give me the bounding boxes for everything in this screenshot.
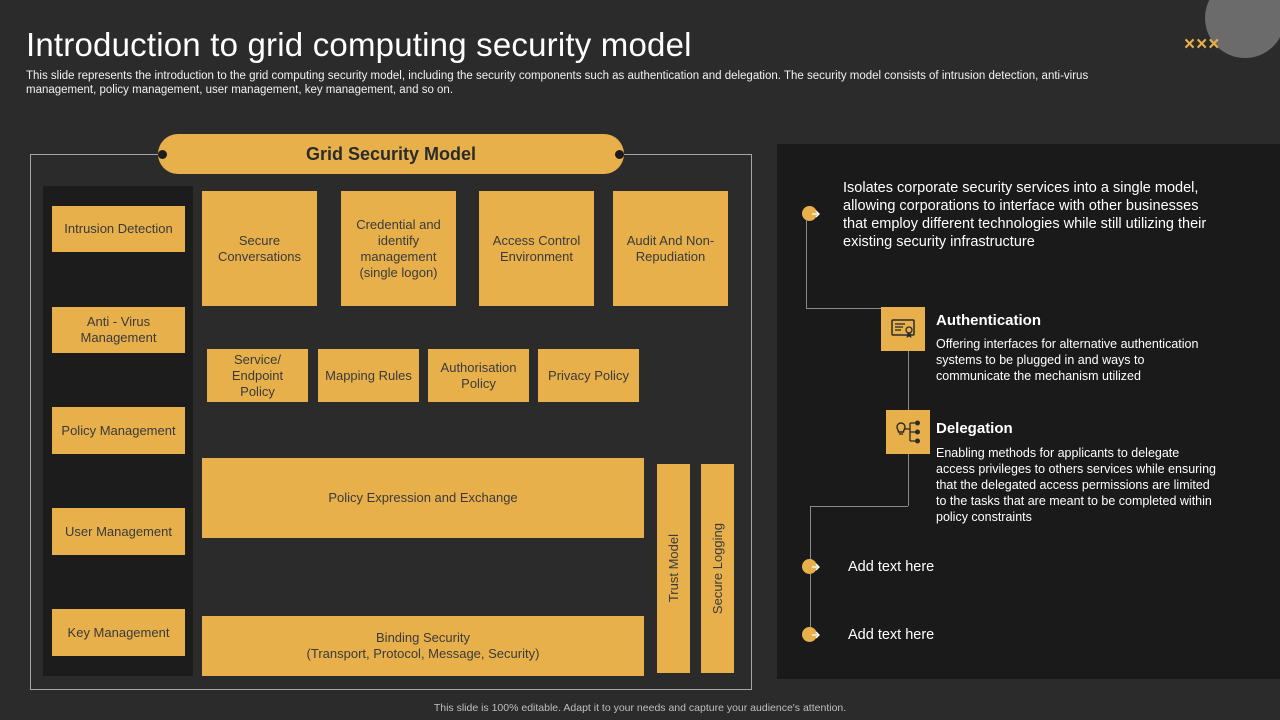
placeholder-text[interactable]: Add text here [848,559,935,575]
model-header: Grid Security Model [158,134,624,174]
network-delegation-icon [886,410,930,454]
connector-line [908,308,909,506]
cross-marks-decoration: ××× [1184,34,1221,55]
panel-intro-text: Isolates corporate security services int… [843,180,1207,250]
box-secure-logging: Secure Logging [701,464,734,673]
delegation-text: Enabling methods for applicants to deleg… [936,446,1216,524]
authentication-text: Offering interfaces for alternative auth… [936,337,1199,383]
box-authorisation-policy: Authorisation Policy [428,349,529,402]
connector-line [806,214,807,309]
box-policy-expression: Policy Expression and Exchange [202,458,644,538]
box-key-management: Key Management [52,609,185,656]
box-user-management: User Management [52,508,185,555]
header-right-dot [615,150,624,159]
box-access-control: Access Control Environment [479,191,594,306]
box-policy-management: Policy Management [52,407,185,454]
box-trust-model: Trust Model [657,464,690,673]
box-audit-non-repudiation: Audit And Non-Repudiation [613,191,728,306]
timeline-dot [802,559,820,574]
connector-line [806,308,908,309]
authentication-heading: Authentication [936,312,1041,329]
box-anti-virus-management: Anti - Virus Management [52,307,185,353]
box-credential-management: Credential and identify management (sing… [341,191,456,306]
trust-model-label: Trust Model [666,534,681,603]
slide-subtitle: This slide represents the introduction t… [26,70,1089,96]
box-intrusion-detection: Intrusion Detection [52,206,185,252]
slide-title: Introduction to grid computing security … [26,26,692,63]
box-mapping-rules: Mapping Rules [318,349,419,402]
connector-line [810,506,908,507]
box-service-endpoint-policy: Service/ Endpoint Policy [207,349,308,402]
description-panel [777,144,1280,679]
box-privacy-policy: Privacy Policy [538,349,639,402]
box-secure-conversations: Secure Conversations [202,191,317,306]
secure-logging-label: Secure Logging [710,522,725,615]
timeline-dot [802,627,820,642]
slide-footer: This slide is 100% editable. Adapt it to… [433,702,847,714]
header-left-dot [158,150,167,159]
delegation-heading: Delegation [936,420,1013,437]
box-binding-security: Binding Security (Transport, Protocol, M… [202,616,644,676]
timeline-dot [802,206,820,221]
certificate-icon [881,307,925,351]
placeholder-text[interactable]: Add text here [848,627,935,643]
